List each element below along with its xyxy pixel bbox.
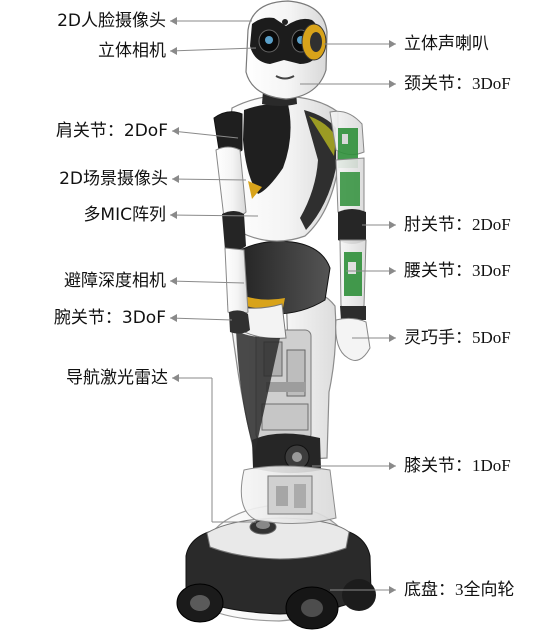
label-neck-joint: 颈关节：3DoF: [404, 74, 511, 93]
label-chassis: 底盘：3全向轮: [404, 580, 515, 599]
label-knee-joint: 膝关节：1DoF: [404, 456, 511, 475]
torso-group: [225, 95, 339, 242]
label-elbow-joint: 肘关节：2DoF: [404, 215, 511, 234]
label-depth-camera: 避障深度相机: [64, 271, 166, 291]
label-mic-array: 多MIC阵列: [83, 205, 166, 225]
label-shoulder-joint: 肩关节：2DoF: [55, 121, 168, 141]
head-group: [245, 0, 328, 100]
label-scene-camera: 2D场景摄像头: [59, 169, 168, 189]
left-arm-group: [213, 111, 250, 334]
leader-arrowheads: [170, 17, 396, 594]
label-dexterous-hand: 灵巧手：5DoF: [404, 328, 511, 347]
label-face-camera: 2D人脸摄像头: [57, 11, 166, 31]
label-lidar: 导航激光雷达: [66, 368, 168, 388]
label-wrist-joint: 腕关节：3DoF: [53, 308, 166, 328]
label-stereo-camera: 立体相机: [98, 41, 166, 61]
chassis-group: [176, 504, 376, 630]
label-waist-joint: 腰关节：3DoF: [404, 261, 511, 280]
label-speaker: 立体声喇叭: [404, 34, 489, 53]
right-arm-group: [329, 110, 371, 361]
